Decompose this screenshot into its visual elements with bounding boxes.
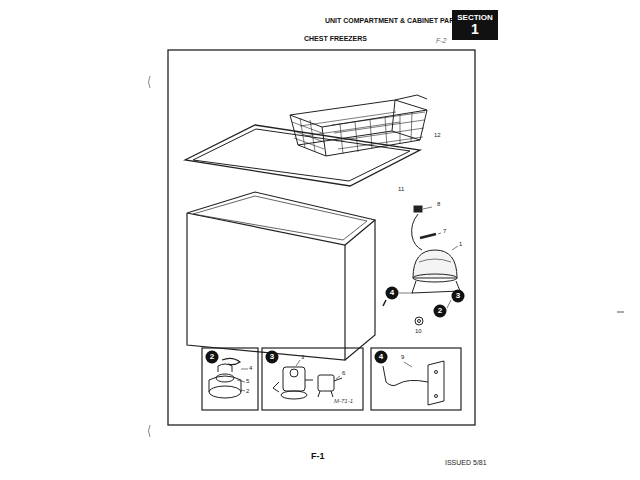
callout-number: 6 (342, 370, 345, 376)
callout-number: 2 (205, 353, 219, 361)
callout-number: 7 (443, 228, 446, 234)
handwritten-note: M-71-1 (334, 398, 353, 404)
callout-number: 4 (374, 353, 388, 361)
callout-circle: 3 (451, 289, 465, 303)
handwritten-note: F-2 (436, 37, 447, 44)
callout-number: 5 (246, 378, 249, 384)
callout-circle: 2 (433, 304, 447, 318)
callout-number: 11 (398, 186, 404, 192)
callout-number: 2 (246, 388, 249, 394)
callout-circle: 4 (374, 350, 388, 364)
callout-number: 2 (433, 307, 447, 315)
issue-date: ISSUED 5/81 (445, 459, 487, 466)
diagram-title: CHEST FREEZERS (304, 35, 367, 42)
section-label: SECTION (452, 14, 498, 22)
section-badge: SECTION1 (452, 10, 498, 40)
callout-number: 4 (249, 365, 252, 371)
callout-circle: 2 (205, 350, 219, 364)
callout-number: 12 (434, 132, 441, 138)
callout-number: 9 (401, 354, 404, 360)
callout-number: 4 (385, 289, 399, 297)
callout-number: 3 (265, 353, 279, 361)
callout-number: 8 (437, 201, 440, 207)
callout-number: 1 (459, 241, 462, 247)
callout-number: 10 (415, 328, 422, 334)
page-number: F-1 (311, 452, 325, 461)
callout-circle: 3 (265, 350, 279, 364)
section-number: 1 (452, 22, 498, 36)
callout-number: 3 (451, 292, 465, 300)
section-heading: UNIT COMPARTMENT & CABINET PARTS (325, 17, 463, 24)
callout-circle: 4 (385, 286, 399, 300)
callout-number: 3 (301, 354, 304, 360)
